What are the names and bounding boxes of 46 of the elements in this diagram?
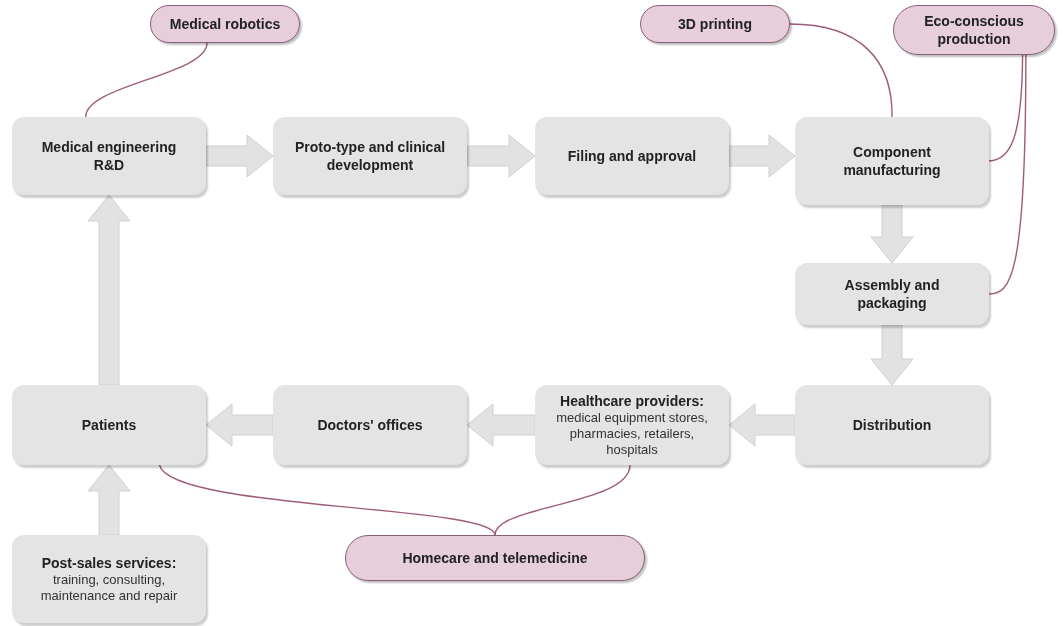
node-title: Healthcare providers: [560,392,704,410]
block-arrow [466,134,536,178]
node-title: 3D printing [678,15,752,33]
node-title: Filing and approval [567,147,697,165]
connector-line [789,23,893,118]
node-title: Homecare and telemedicine [402,549,588,567]
block-arrow [728,403,796,447]
node-title: Medical robotics [169,15,281,33]
connector-line [988,54,1027,295]
block-arrow [728,134,796,178]
connector-line [988,54,1024,162]
topic-pill [893,5,1055,55]
process-box [795,385,989,465]
topic-pill [640,5,790,43]
block-arrow [205,134,274,178]
process-box [12,117,206,195]
block-arrow [466,403,536,447]
node-title: Eco-conscious production [923,12,1025,48]
node-description: training, consulting, maintenance and repair [39,572,179,604]
node-description: medical equipment stores, pharmacies, retailers, hospitals [555,410,709,458]
block-arrow [87,464,131,536]
process-box [273,117,467,195]
process-box [795,117,989,205]
process-box [12,385,206,465]
connector-line [494,464,631,536]
topic-pill [345,535,645,581]
node-title: Assembly and packaging [843,276,941,312]
node-title: Distribution [852,416,932,434]
node-title: Proto-type and clinical development [293,138,447,174]
node-title: Doctors' offices [317,416,423,434]
node-title: Patients [81,416,137,434]
block-arrow [205,403,274,447]
block-arrow [87,194,131,386]
process-box [795,263,989,325]
connector-line [158,464,496,536]
process-box [535,385,729,465]
topic-pill [150,5,300,43]
node-title: Component manufacturing [842,143,942,179]
connector-line [85,42,208,118]
process-box [535,117,729,195]
node-title: Post-sales services: [41,554,177,572]
process-box [273,385,467,465]
node-title: Medical engineering R&D [40,138,178,174]
block-arrow [870,204,914,264]
block-arrow [870,324,914,386]
process-box [12,535,206,623]
